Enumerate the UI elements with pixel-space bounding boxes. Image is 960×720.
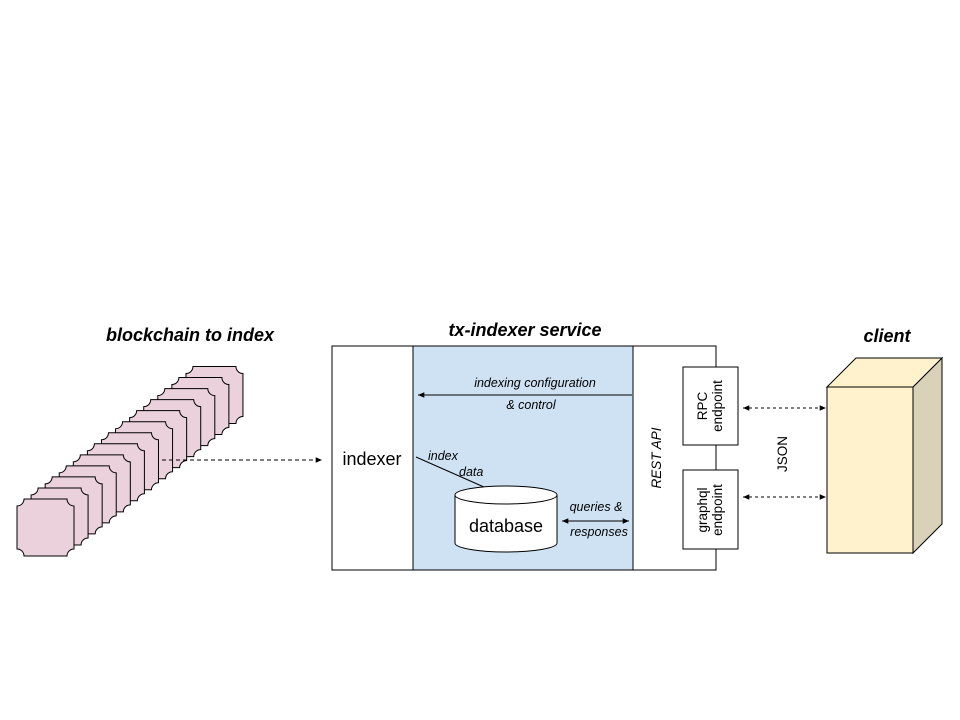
client-box bbox=[825, 356, 944, 555]
index-data-arrow bbox=[415, 456, 494, 492]
database-cylinder bbox=[454, 485, 558, 553]
block-shape bbox=[16, 498, 75, 557]
json-label: JSON bbox=[775, 436, 790, 472]
rpc-endpoint-label-line1: RPC bbox=[695, 392, 710, 421]
queries-label-line2: responses bbox=[570, 525, 628, 539]
graphql-endpoint-label-line1: graphql bbox=[695, 487, 710, 532]
blockchain-blocks bbox=[16, 366, 244, 557]
graphql-endpoint-box bbox=[682, 469, 739, 550]
rpc-endpoint-box bbox=[682, 366, 739, 446]
indexer-label: indexer bbox=[342, 449, 401, 469]
config-label-line2: & control bbox=[506, 398, 557, 412]
config-label-line1: indexing configuration bbox=[474, 376, 596, 390]
index-data-label-line2: data bbox=[459, 465, 483, 479]
client-title: client bbox=[863, 326, 911, 346]
database-label: database bbox=[469, 516, 543, 536]
graphql-endpoint-label-line2: endpoint bbox=[710, 484, 725, 536]
queries-label-line1: queries & bbox=[570, 500, 623, 514]
index-data-label-line1: index bbox=[428, 449, 459, 463]
blockchain-title: blockchain to index bbox=[106, 325, 275, 345]
rpc-endpoint-label-line2: endpoint bbox=[710, 380, 725, 432]
service-title: tx-indexer service bbox=[448, 320, 601, 340]
rest-api-label: REST API bbox=[649, 427, 664, 488]
